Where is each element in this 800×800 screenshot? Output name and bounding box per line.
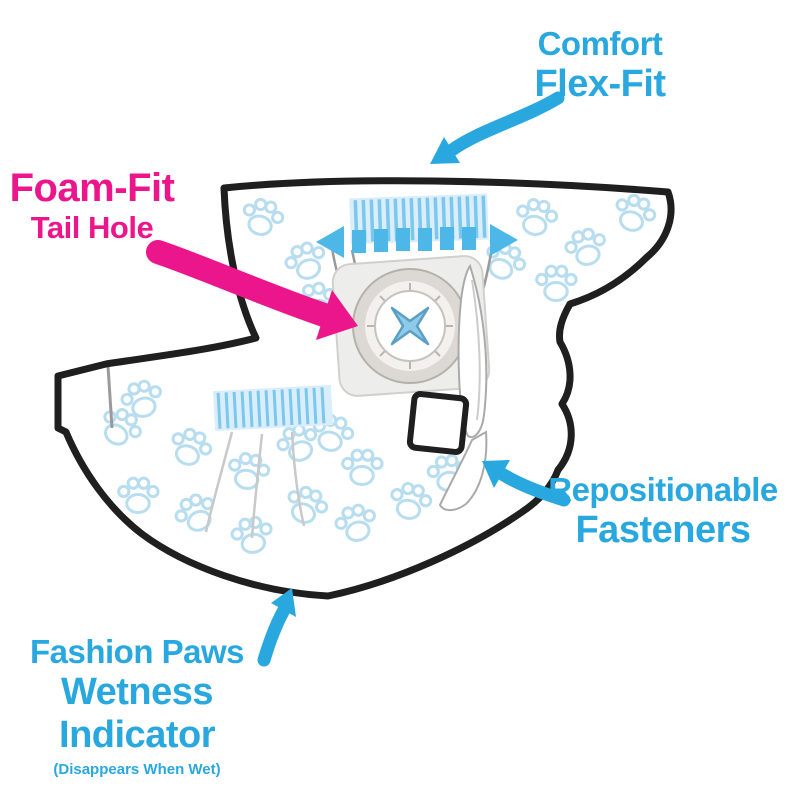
tail-hole-arrow	[146, 240, 358, 340]
tail-hole-slit	[390, 306, 430, 346]
wetness-arrow	[257, 588, 296, 667]
stretch-arrows	[316, 224, 518, 258]
wetness-label-line1: Fashion Paws	[29, 633, 245, 670]
wetness-label-line3: Indicator	[59, 713, 215, 756]
flex-fit-label-line1: Comfort	[537, 25, 663, 62]
tail-hole	[331, 255, 491, 397]
wetness-label-line2: Wetness	[60, 670, 214, 713]
fasteners-label-line1: Repositionable	[548, 471, 778, 508]
callout-fasteners: Repositionable Fasteners	[532, 471, 794, 552]
fasteners-arrow	[482, 460, 571, 507]
flex-fit-arrow	[430, 91, 565, 164]
fasteners-label-line2: Fasteners	[575, 508, 751, 551]
elastic-band-front	[213, 384, 333, 432]
callout-flex-fit: Comfort Flex-Fit	[478, 25, 722, 106]
fastener-tab	[406, 391, 470, 455]
callout-tail-hole: Foam-Fit Tail Hole	[0, 166, 184, 246]
wetness-label-note: (Disappears When Wet)	[53, 761, 221, 779]
callout-wetness: Fashion Paws Wetness Indicator (Disappea…	[8, 633, 266, 779]
flex-fit-label-line2: Flex-Fit	[534, 62, 666, 105]
fastener-flaps	[406, 263, 488, 512]
tail-hole-label-line2: Tail Hole	[30, 209, 154, 245]
tail-hole-label-line1: Foam-Fit	[9, 166, 175, 210]
